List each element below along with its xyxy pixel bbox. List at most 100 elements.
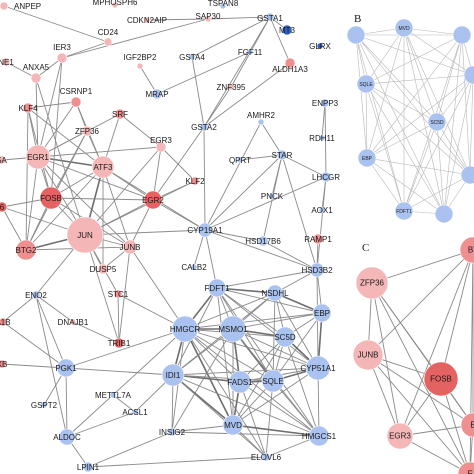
node-junb-c[interactable]: JUNB	[352, 339, 384, 371]
node-acsl1[interactable]: ACSL1	[122, 408, 148, 417]
node-gsta4[interactable]: GSTA4	[179, 53, 205, 62]
node-sqle-b[interactable]: SQLE	[356, 74, 376, 94]
edge-fosb-ier3	[50, 57, 63, 199]
node-pgk1[interactable]: PGK1	[55, 358, 77, 378]
node-cd24[interactable]: CD24	[98, 28, 119, 47]
edge-msmo1-cyp51a1	[232, 328, 319, 369]
node-fosb-c[interactable]: FOSB	[423, 361, 459, 397]
node-b10[interactable]	[434, 204, 454, 224]
node-gspt2[interactable]: GSPT2	[31, 401, 58, 410]
node-b8[interactable]	[346, 25, 366, 45]
node-aldh1a3[interactable]: ALDH1A3	[272, 57, 308, 74]
node-junb[interactable]: JUNB	[120, 239, 141, 255]
node-elovl6[interactable]: ELOVL6	[251, 452, 282, 462]
node-hsd17b6[interactable]: HSD17B6	[245, 235, 281, 247]
node-mvd[interactable]: MVD	[222, 414, 244, 436]
node-msmo1[interactable]: MSMO1	[218, 315, 248, 343]
node-mphosph6[interactable]: MPHOSPH6	[93, 0, 138, 9]
node-dusp5[interactable]: DUSP5	[90, 263, 117, 275]
node-mettl7a[interactable]: METTL7A	[95, 391, 132, 400]
node-calb2[interactable]: CALB2	[181, 263, 207, 272]
node-enpp3-circle	[320, 98, 330, 108]
node-b6[interactable]	[452, 25, 472, 45]
node-b7[interactable]	[463, 65, 474, 85]
node-eno2[interactable]: ENO2	[25, 290, 47, 300]
node-mvd-b[interactable]: MVD	[394, 18, 414, 38]
node-zfp36[interactable]: ZFP36	[75, 125, 100, 137]
node-qprt[interactable]: QPRT	[229, 156, 251, 165]
node-fads1[interactable]: FADS1	[227, 370, 253, 394]
node-csrnp1[interactable]: CSRNP1	[60, 87, 93, 108]
node-rdh11[interactable]: RDH11	[309, 134, 335, 143]
node-egr3-c[interactable]: EGR3	[386, 422, 414, 450]
node-igf2bp2-circle	[136, 62, 144, 70]
edge-b6-b10	[443, 34, 463, 215]
node-fgf11[interactable]: FGF11	[238, 48, 263, 57]
node-hmgcr[interactable]: HMGCR	[170, 315, 200, 343]
node-mt3[interactable]: MT3	[279, 24, 296, 36]
node-atf3[interactable]: ATF3	[91, 155, 115, 179]
node-xb-label: XB	[0, 360, 7, 369]
node-egr3[interactable]: EGR3	[150, 136, 172, 153]
node-l6[interactable]: 6	[0, 201, 8, 213]
node-cyp19a1[interactable]: CYP19A1	[187, 222, 223, 238]
node-ier3[interactable]: IER3	[53, 43, 71, 64]
node-anpep[interactable]: ANPEP	[0, 1, 41, 11]
node-sc5d[interactable]: SC5D	[274, 326, 296, 348]
node-idi1[interactable]: IDI1	[161, 363, 185, 387]
node-srf[interactable]: SRF	[112, 108, 128, 120]
node-ne1[interactable]: NE1	[0, 57, 14, 67]
node-bt-c[interactable]: BT	[459, 236, 474, 264]
node-jun[interactable]: JUN	[66, 216, 104, 254]
node-znf395[interactable]: ZNF395	[217, 83, 246, 92]
node-a1b[interactable]: A1B	[0, 317, 11, 327]
node-mrap[interactable]: MRAP	[145, 88, 169, 100]
node-enpp3[interactable]: ENPP3	[312, 98, 339, 108]
node-cdkn2aip[interactable]: CDKN2AIP	[127, 16, 167, 25]
node-egr2[interactable]: EGR2	[142, 190, 164, 210]
node-e2-c[interactable]: E	[457, 461, 474, 474]
node-fosb[interactable]: FOSB	[39, 186, 63, 210]
node-a5[interactable]: 5A	[0, 155, 8, 165]
node-lpin1[interactable]: LPIN1	[77, 461, 100, 473]
node-btg2[interactable]: BTG2	[16, 239, 37, 261]
node-ebp[interactable]: EBP	[312, 303, 332, 323]
node-lhcgr[interactable]: LHCGR	[312, 171, 340, 183]
node-igf2bp2[interactable]: IGF2BP2	[124, 53, 157, 70]
node-stc1[interactable]: STC1	[108, 289, 129, 299]
node-bt-c-circle	[459, 236, 474, 264]
node-sqle[interactable]: SQLE	[261, 369, 285, 393]
node-ramp1[interactable]: RAMP1	[304, 233, 332, 245]
node-gsta2[interactable]: GSTA2	[191, 122, 217, 132]
node-hsd3b2[interactable]: HSD3B2	[301, 262, 333, 278]
node-dnajb1[interactable]: DNAJB1	[58, 318, 89, 327]
node-amhr2[interactable]: AMHR2	[247, 111, 276, 126]
node-fdft1[interactable]: FDFT1	[205, 278, 230, 298]
node-xb[interactable]: XB	[0, 359, 7, 369]
node-e-c[interactable]: E	[460, 412, 474, 438]
node-b9[interactable]	[460, 165, 474, 185]
node-aldoc[interactable]: ALDOC	[53, 428, 81, 446]
node-klf4[interactable]: KLF4	[18, 102, 38, 114]
node-hmgcs1[interactable]: HMGCS1	[302, 425, 337, 447]
node-cyp51a1[interactable]: CYP51A1	[300, 355, 336, 381]
edge-sqle-hmgcs1	[272, 380, 320, 437]
node-star[interactable]: STAR	[272, 149, 293, 161]
node-pnck[interactable]: PNCK	[261, 192, 284, 201]
node-egr1[interactable]: EGR1	[25, 144, 51, 170]
node-insig2[interactable]: INSIG2	[159, 427, 186, 437]
node-zfp36-c[interactable]: ZFP36	[355, 266, 389, 300]
node-tspan8[interactable]: TSPAN8	[208, 0, 239, 10]
node-anxa5[interactable]: ANXA5	[23, 63, 50, 84]
node-sap30[interactable]: SAP30	[196, 12, 221, 23]
node-klf2[interactable]: KLF2	[185, 176, 205, 186]
node-jun-circle	[66, 216, 104, 254]
node-ebp-b[interactable]: EBP	[357, 148, 377, 168]
node-aox1[interactable]: AOX1	[311, 206, 333, 215]
node-fdft1-b[interactable]: FDFT1	[394, 201, 414, 221]
node-gsta1[interactable]: GSTA1	[257, 12, 283, 23]
node-nsdhl[interactable]: NSDHL	[261, 284, 289, 302]
node-trib1[interactable]: TRIB1	[108, 337, 131, 349]
node-sc5d-b[interactable]: SC5D	[427, 112, 447, 132]
node-glrx[interactable]: GLRX	[309, 42, 331, 51]
